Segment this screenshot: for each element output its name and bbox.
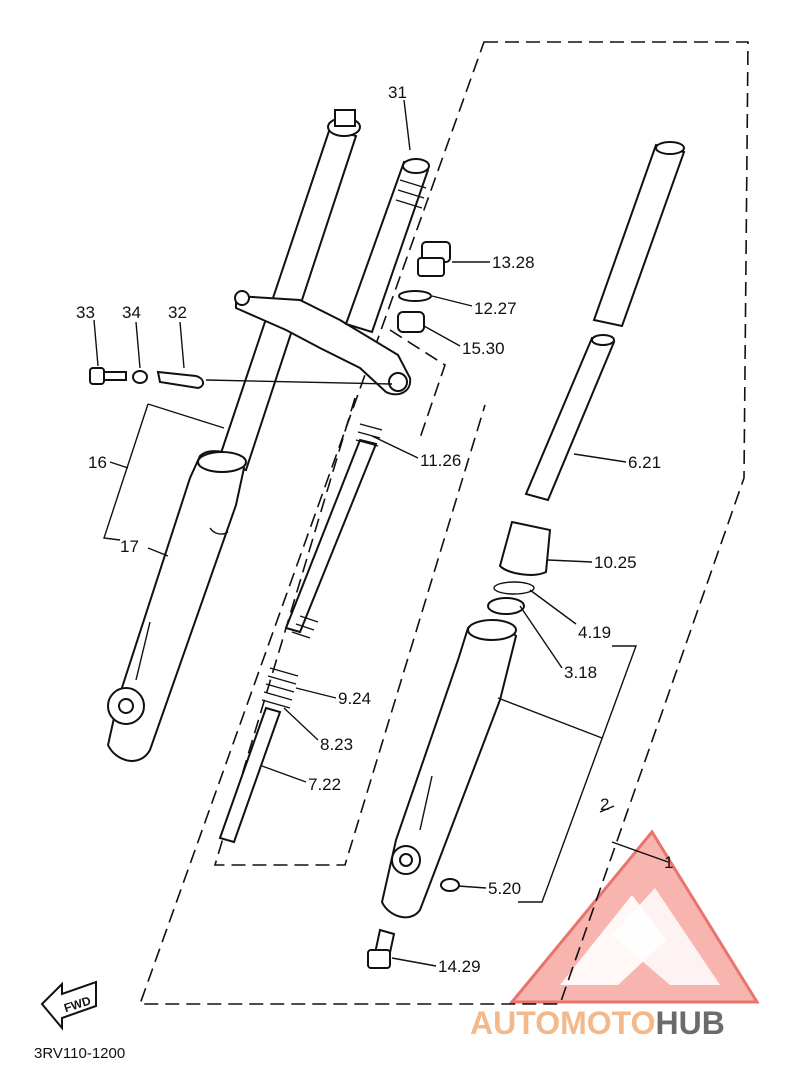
assembly-dashed-boundary — [138, 41, 749, 1005]
brand-text: AUTOMOTOHUB — [470, 1005, 725, 1041]
spacer — [397, 311, 425, 333]
label-9-24: 9.24 — [338, 689, 371, 708]
brand-text-part1: AUTOMOTO — [470, 1005, 655, 1041]
label-2: 2 — [600, 795, 609, 814]
leader-bolt-to-bracket — [205, 379, 393, 385]
bracket-32 — [156, 370, 204, 390]
label-14-29: 14.29 — [438, 957, 481, 976]
copper-washer — [440, 878, 460, 892]
label-33: 33 — [76, 303, 95, 322]
outer-tube-right — [380, 619, 518, 919]
label-10-25: 10.25 — [594, 553, 637, 572]
label-4-19: 4.19 — [578, 623, 611, 642]
label-15-30: 15.30 — [462, 339, 505, 358]
washer-34 — [132, 370, 148, 384]
inner-dashed-line-spring — [213, 397, 486, 866]
assembled-fork-leg — [106, 109, 361, 762]
label-3-18: 3.18 — [564, 663, 597, 682]
fork-spring — [284, 423, 383, 639]
under-bracket — [234, 158, 430, 396]
label-32: 32 — [168, 303, 187, 322]
label-6-21: 6.21 — [628, 453, 661, 472]
inner-dashed-line-upper — [389, 329, 446, 439]
fwd-arrow-icon: FWD — [40, 980, 97, 1031]
cap-bolt — [417, 241, 451, 277]
label-5-20: 5.20 — [488, 879, 521, 898]
damper-rod-assembly — [218, 667, 299, 844]
label-17: 17 — [120, 537, 139, 556]
dust-seal — [498, 520, 552, 576]
diagram-code: 3RV110-1200 — [34, 1045, 125, 1062]
label-8-23: 8.23 — [320, 735, 353, 754]
label-16: 16 — [88, 453, 107, 472]
leader-lines — [93, 99, 669, 967]
brand-text-part2: HUB — [655, 1005, 724, 1041]
oil-seal — [487, 597, 525, 615]
o-ring — [398, 290, 432, 302]
label-1: 1 — [664, 853, 673, 872]
label-12-27: 12.27 — [474, 299, 517, 318]
label-34: 34 — [122, 303, 141, 322]
automotohub-logo — [508, 829, 760, 1004]
label-31: 31 — [388, 83, 407, 102]
inner-tube — [524, 141, 686, 502]
retaining-clip — [493, 581, 535, 595]
label-11-26: 11.26 — [420, 451, 461, 470]
damper-bolt — [367, 928, 396, 969]
bolt-33 — [89, 367, 127, 385]
label-7-22: 7.22 — [308, 775, 341, 794]
label-13-28: 13.28 — [492, 253, 535, 272]
